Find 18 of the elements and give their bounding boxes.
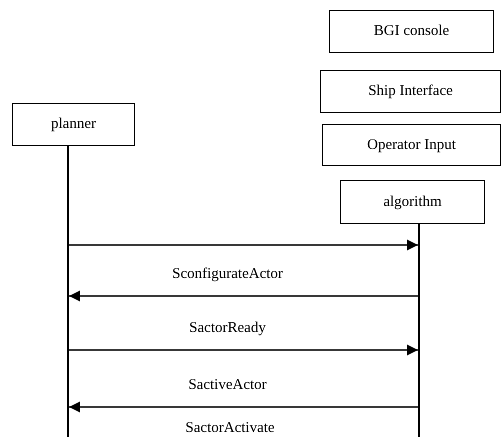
message-arrow — [69, 402, 418, 412]
message-arrow — [69, 240, 418, 250]
edge-label: SactorReady — [189, 320, 266, 336]
message-arrow — [69, 290, 418, 302]
object-box — [329, 10, 494, 53]
object-name: Operator Input — [367, 136, 456, 154]
message-arrow — [69, 344, 418, 356]
object-box — [12, 103, 135, 146]
object-box — [320, 70, 501, 113]
edge-label: SconfigurateActor — [172, 266, 283, 282]
object-name: planner — [51, 116, 96, 133]
lifeline — [418, 224, 420, 437]
object-box — [340, 180, 485, 224]
object-name: algorithm — [383, 194, 442, 210]
object-name: Ship Interface — [368, 83, 453, 100]
lifeline — [67, 146, 69, 437]
object-box — [322, 124, 501, 166]
object-name: BGI console — [374, 23, 450, 40]
